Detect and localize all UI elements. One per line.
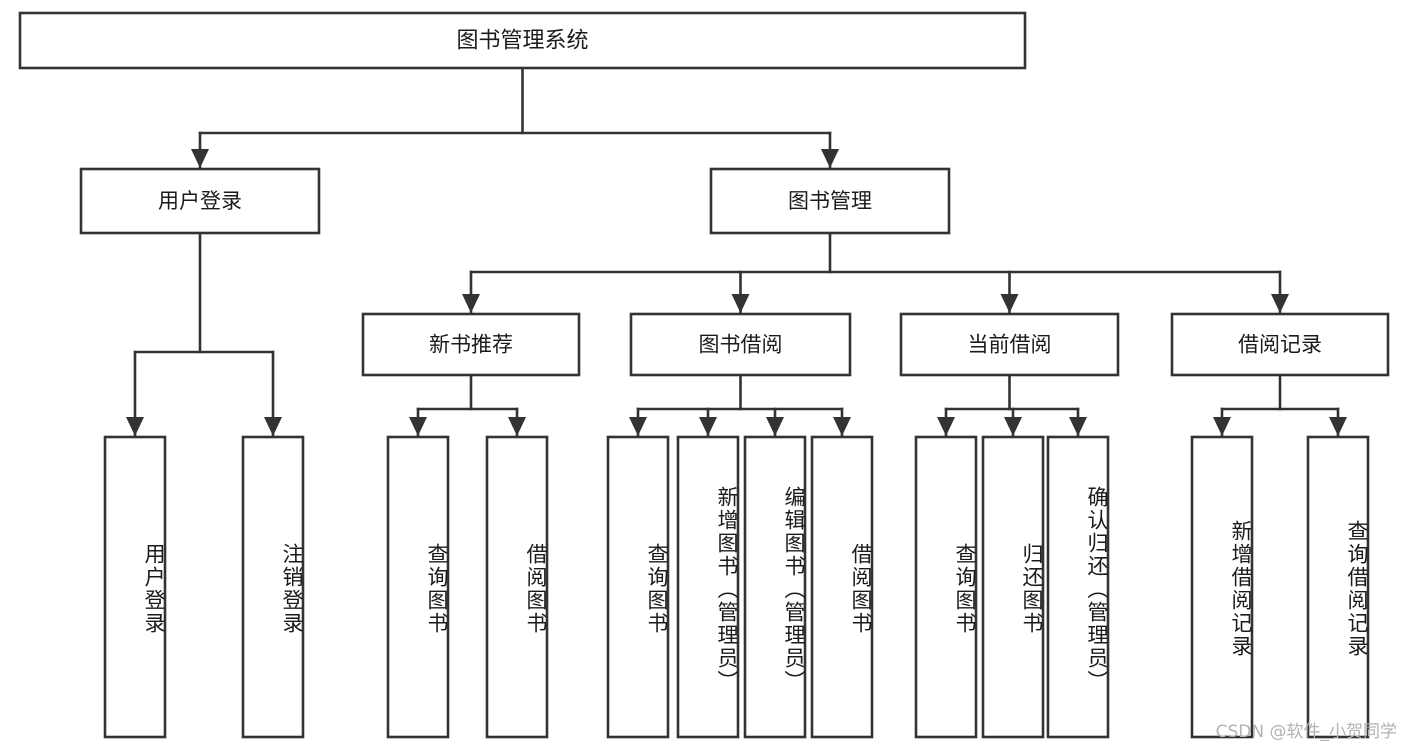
node-boxes: [18, 11, 1390, 739]
node-box-leaf-8[interactable]: [914, 435, 978, 739]
node-box-leaf-11[interactable]: [1190, 435, 1254, 739]
node-box-level2-0[interactable]: [79, 167, 321, 235]
node-label-level2-0: 用户登录: [158, 189, 242, 213]
csdn-watermark: CSDN @软件_小贺同学: [1215, 722, 1397, 742]
node-box-level2-1[interactable]: [709, 167, 951, 235]
node-label-level3-3: 借阅记录: [1238, 333, 1322, 357]
node-label-level3-1: 图书借阅: [699, 333, 783, 357]
node-box-leaf-5[interactable]: [676, 435, 740, 739]
node-label-level3-0: 新书推荐: [429, 333, 513, 357]
node-box-level3-1[interactable]: [629, 312, 852, 377]
node-box-leaf-9[interactable]: [981, 435, 1045, 739]
node-box-leaf-0[interactable]: [103, 435, 167, 739]
node-box-leaf-4[interactable]: [606, 435, 670, 739]
node-box-root[interactable]: [18, 11, 1027, 70]
node-box-leaf-1[interactable]: [241, 435, 305, 739]
node-label-level2-1: 图书管理: [788, 189, 872, 213]
connector-edges: [126, 66, 1347, 437]
node-box-leaf-12[interactable]: [1306, 435, 1370, 739]
node-box-level3-2[interactable]: [899, 312, 1120, 377]
node-box-leaf-10[interactable]: [1046, 435, 1110, 739]
node-box-leaf-7[interactable]: [810, 435, 874, 739]
node-box-leaf-3[interactable]: [485, 435, 549, 739]
node-box-leaf-6[interactable]: [743, 435, 807, 739]
node-box-level3-3[interactable]: [1170, 312, 1390, 377]
node-box-leaf-2[interactable]: [386, 435, 450, 739]
node-box-level3-0[interactable]: [361, 312, 581, 377]
node-label-root: 图书管理系统: [456, 29, 588, 54]
node-label-level3-2: 当前借阅: [968, 333, 1052, 357]
